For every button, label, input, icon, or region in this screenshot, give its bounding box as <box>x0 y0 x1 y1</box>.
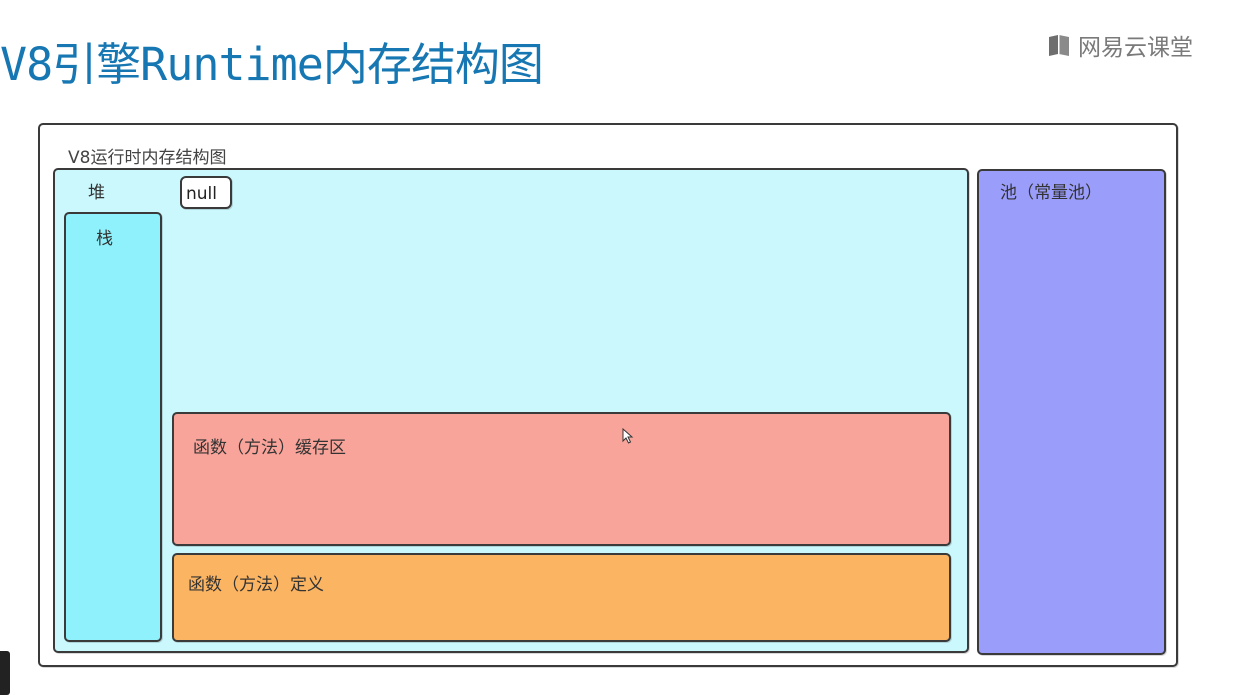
function-cache-region <box>172 412 951 546</box>
brand-name: 网易云课堂 <box>1078 35 1193 61</box>
stack-region <box>64 212 162 642</box>
heap-label: 堆 <box>88 183 105 203</box>
container-label: V8运行时内存结构图 <box>68 148 227 168</box>
function-definition-label: 函数（方法）定义 <box>188 575 324 595</box>
sidebar-toggle-tab[interactable] <box>0 651 10 695</box>
null-node <box>180 176 232 209</box>
function-definition-region <box>172 553 951 642</box>
brand-logo: 网易云课堂 <box>1046 30 1193 61</box>
page-title: V8引擎Runtime内存结构图 <box>0 38 544 91</box>
function-cache-label: 函数（方法）缓存区 <box>193 438 346 458</box>
constant-pool-region <box>977 169 1166 655</box>
mouse-cursor-icon <box>622 428 634 444</box>
constant-pool-label: 池（常量池） <box>1000 183 1102 203</box>
stack-label: 栈 <box>96 229 113 249</box>
book-icon <box>1049 35 1069 56</box>
null-label: null <box>186 184 217 204</box>
